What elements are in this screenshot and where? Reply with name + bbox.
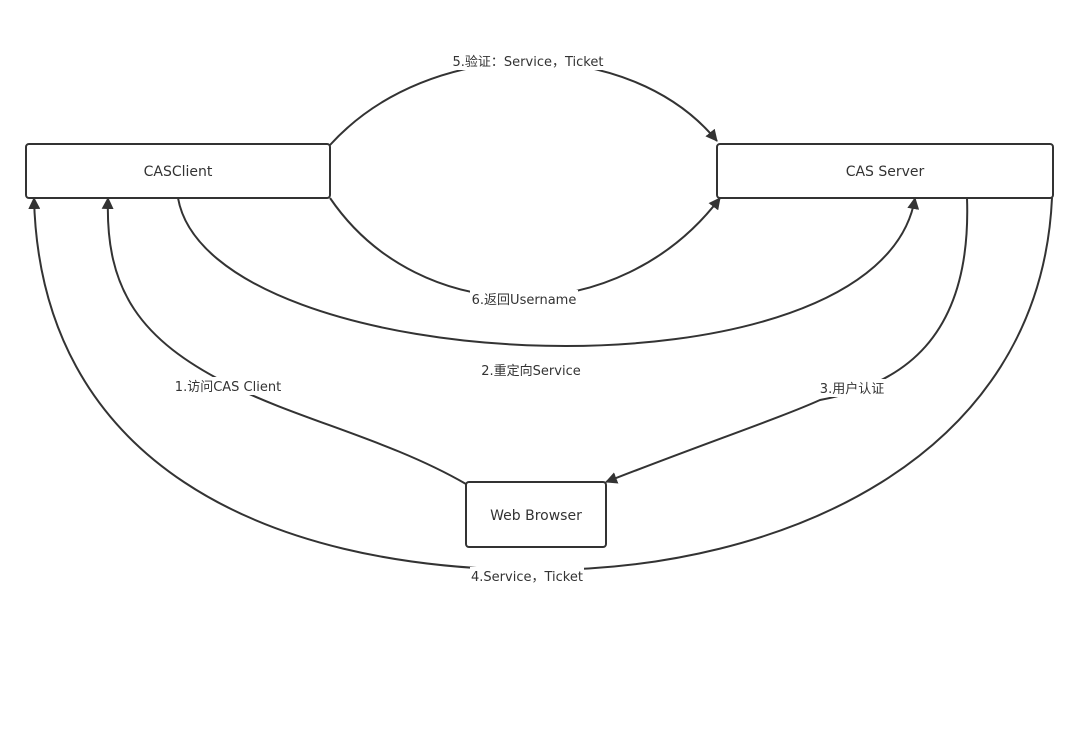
edge-step2-label: 2.重定向Service [481, 363, 580, 379]
edge-step3-label: 3.用户认证 [820, 381, 884, 397]
edge-step1-label: 1.访问CAS Client [175, 380, 281, 395]
node-cas-server: CAS Server [716, 143, 1054, 199]
edge-step4-label: 4.Service，Ticket [471, 570, 583, 585]
node-cas-client: CASClient [25, 143, 331, 199]
node-web-browser: Web Browser [465, 481, 607, 548]
node-cas-client-label: CASClient [144, 164, 213, 180]
edge-step1 [101, 197, 467, 485]
edge-step6 [329, 197, 721, 298]
edge-step6-label: 6.返回Username [472, 293, 577, 308]
edge-step5-label: 5.验证：Service，Ticket [453, 54, 604, 70]
edge-step5 [329, 61, 718, 146]
edge-step3 [605, 197, 969, 484]
node-web-browser-label: Web Browser [490, 508, 582, 524]
node-cas-server-label: CAS Server [846, 164, 925, 180]
edge-step2 [177, 197, 920, 347]
